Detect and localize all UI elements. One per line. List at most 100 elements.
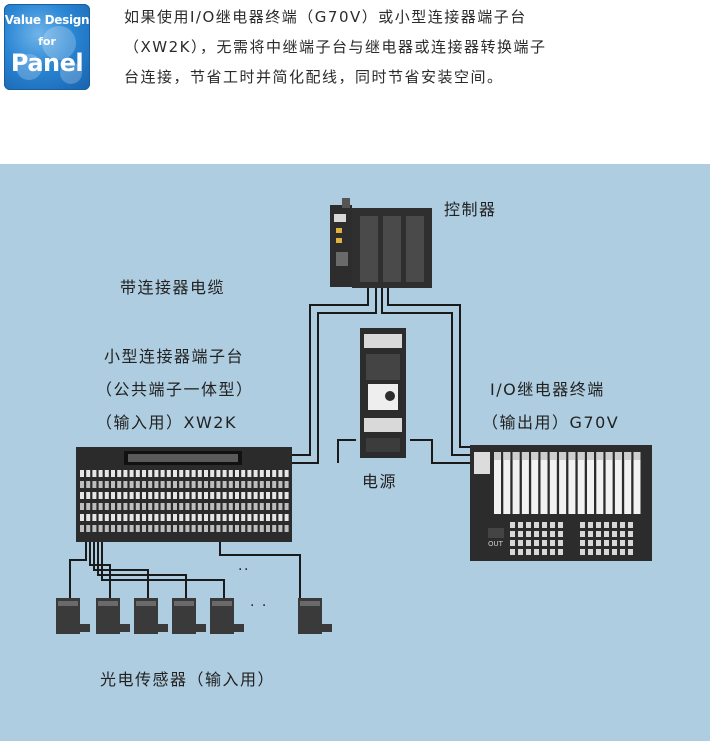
terminal-screw [216, 503, 221, 510]
terminal-screw [92, 514, 97, 521]
terminal-screw [284, 503, 289, 510]
relay-cap [568, 452, 576, 460]
terminal-screw [104, 514, 109, 521]
terminal-screw [197, 514, 202, 521]
terminal-screw [135, 525, 140, 532]
terminal-screw [228, 470, 233, 477]
terminal-screw [272, 514, 277, 521]
terminal-screw [104, 492, 109, 499]
terminal-screw [550, 540, 555, 546]
sensor-top [98, 601, 118, 606]
terminal-screw [166, 481, 171, 488]
terminal-screw [166, 503, 171, 510]
terminal-screw [86, 470, 91, 477]
sensor-top [174, 601, 194, 606]
terminal-screw [92, 481, 97, 488]
terminal-screw [526, 549, 531, 555]
terminal-screw [154, 492, 159, 499]
terminal-screw [266, 503, 270, 510]
terminal-screw [620, 549, 625, 555]
terminal-screw [604, 531, 609, 537]
terminal-screw [216, 481, 221, 488]
terminal-screw [534, 549, 539, 555]
terminal-screw [235, 514, 239, 521]
terminal-screw [510, 540, 515, 546]
terminal-screw [210, 492, 215, 499]
terminal-screw [247, 492, 252, 499]
terminal-screw [228, 492, 233, 499]
terminal-screw [278, 492, 283, 499]
terminal-screw [80, 481, 84, 488]
terminal-screw [247, 503, 252, 510]
terminal-screw [117, 470, 122, 477]
terminal-screw [228, 525, 233, 532]
terminal-screw [142, 514, 146, 521]
terminal-screw [558, 549, 563, 555]
terminal-screw [135, 492, 140, 499]
terminal-screw [86, 514, 91, 521]
terminal-screw [123, 470, 128, 477]
terminal-block-label-1: 小型连接器端子台 [104, 347, 245, 366]
terminal-screw [111, 503, 115, 510]
badge-bubble [60, 62, 82, 84]
terminal-screw [185, 525, 190, 532]
terminal-screw [142, 503, 146, 510]
xw2k-terminal-block [76, 447, 292, 542]
terminal-screw [86, 492, 91, 499]
terminal-screw [228, 503, 233, 510]
relay-module [503, 452, 511, 514]
cable-power-g70v [410, 439, 470, 464]
terminal-screw [534, 540, 539, 546]
terminal-screw [580, 531, 585, 537]
terminal-screw [596, 540, 601, 546]
badge-line2: for [38, 35, 56, 48]
terminal-screw [92, 492, 97, 499]
terminal-screw [86, 481, 91, 488]
terminal-screw [111, 470, 115, 477]
terminal-screw [197, 525, 202, 532]
terminal-screw [154, 503, 159, 510]
badge-bubble [42, 26, 76, 60]
terminal-screw [154, 525, 159, 532]
terminal-screw [129, 503, 134, 510]
terminal-screw [179, 492, 184, 499]
cable-label: 带连接器电缆 [120, 278, 226, 297]
terminal-screw [98, 514, 103, 521]
terminal-screw [123, 525, 128, 532]
terminal-screw [148, 525, 153, 532]
relay-cap [587, 452, 594, 460]
terminal-screw [98, 503, 103, 510]
intro-line1: 如果使用I/O继电器终端（G70V）或小型连接器端子台 [124, 8, 527, 26]
controller-device [330, 198, 432, 288]
terminal-screw [92, 503, 97, 510]
terminal-screw [612, 522, 617, 528]
terminal-screw [222, 492, 227, 499]
terminal-screw [204, 514, 208, 521]
terminal-screw [526, 540, 531, 546]
terminal-screw [253, 492, 258, 499]
relay-module [559, 452, 567, 514]
intro-line2: （XW2K），无需将中继端子台与继电器或连接器转换端子 [124, 38, 547, 56]
terminal-screw [111, 481, 115, 488]
terminal-screw [191, 503, 196, 510]
terminal-screw [247, 481, 252, 488]
relay-cap [494, 452, 501, 460]
terminal-screw [129, 470, 134, 477]
terminal-screw [98, 470, 103, 477]
terminal-grid [510, 522, 633, 555]
terminal-screw [526, 522, 531, 528]
relay-module [512, 452, 520, 514]
terminal-screw [284, 525, 289, 532]
terminal-screw [160, 470, 165, 477]
relay-module [531, 452, 539, 514]
relay-cap [521, 452, 529, 460]
terminal-screw [534, 522, 539, 528]
terminal-screw [160, 481, 165, 488]
relay-cap [605, 452, 613, 460]
cable-controller-xw2k [292, 288, 369, 456]
intro-line3: 台连接，节省工时并简化配线，同时节省安装空间。 [124, 68, 504, 86]
sensor-wire [69, 542, 87, 600]
terminal-screw [620, 531, 625, 537]
terminal-screw [235, 525, 239, 532]
